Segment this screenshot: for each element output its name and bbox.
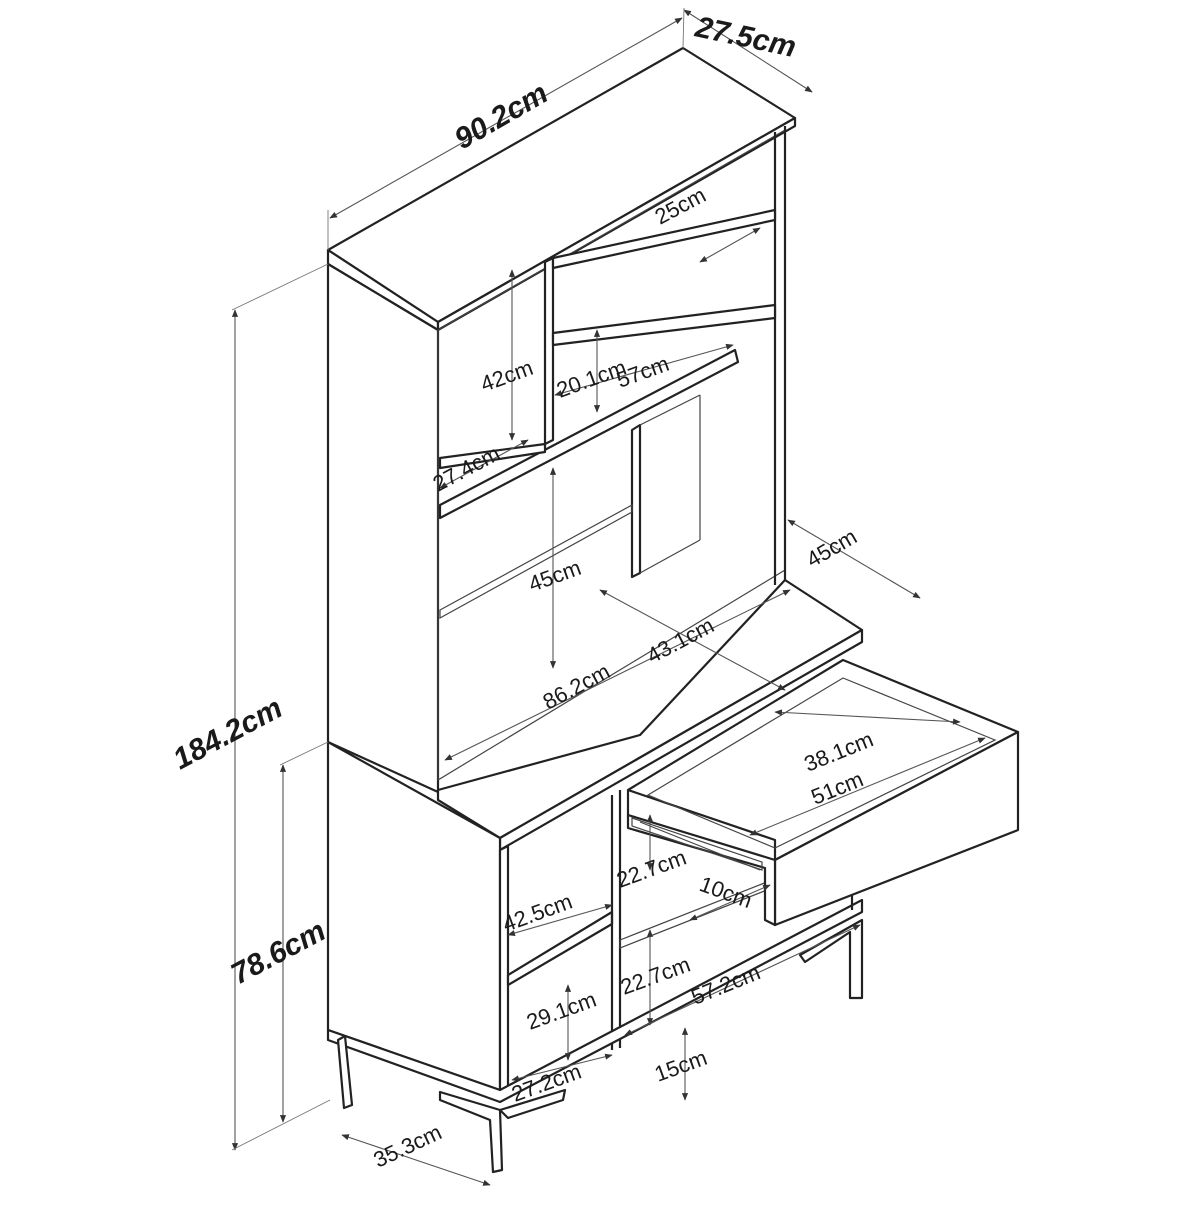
label-depth-35-3: 35.3cm [370, 1119, 446, 1172]
label-base-22-7-upper: 22.7cm [613, 845, 689, 893]
hutch-divider-panels [543, 256, 701, 579]
label-desk-43-1: 43.1cm [643, 612, 718, 668]
label-base-22-7-lower: 22.7cm [617, 952, 693, 1000]
label-depth-top: 27.5cm [692, 10, 799, 64]
hutch-left-side-panel [326, 262, 440, 794]
base-bottom-board [326, 898, 864, 1104]
hutch-top-board [326, 46, 797, 332]
label-base-57-2: 57.2cm [688, 959, 764, 1009]
label-total-height: 184.2cm [168, 691, 288, 776]
label-leg-15: 15cm [651, 1045, 710, 1087]
label-depth-45: 45cm [802, 524, 861, 573]
label-base-29-1: 29.1cm [523, 987, 599, 1035]
label-base-height: 78.6cm [226, 914, 331, 991]
label-niche-height: 42cm [477, 355, 536, 397]
label-base-42-5: 42.5cm [499, 889, 575, 937]
dimension-lines [231, 7, 986, 1186]
label-niche-45: 45cm [525, 555, 584, 597]
label-desk-86-2: 86.2cm [539, 658, 614, 714]
